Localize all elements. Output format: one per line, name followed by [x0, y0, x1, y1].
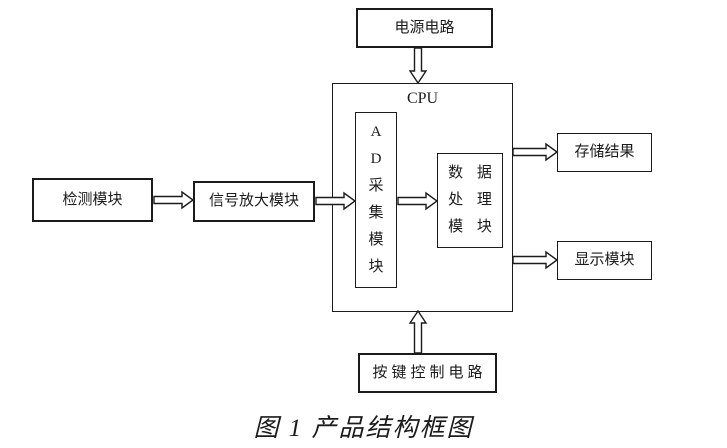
data-module-line: 模 块	[448, 219, 497, 235]
node-display-module-label: 显示模块	[574, 252, 635, 268]
data-module-line: 处 理	[448, 192, 497, 208]
ad-char: 采	[368, 178, 384, 194]
node-data-processing-module: 数 据 处 理 模 块	[437, 153, 503, 248]
node-store-result: 存储结果	[557, 133, 652, 172]
arrow-keys-to-cpu	[408, 309, 428, 354]
node-power-circuit: 电源电路	[356, 8, 493, 48]
arrow-cpu-to-store	[512, 142, 559, 162]
ad-char: 集	[368, 205, 384, 221]
ad-char: D	[370, 151, 382, 167]
node-cpu-label: CPU	[406, 90, 439, 107]
node-detection-module: 检测模块	[32, 178, 153, 222]
node-signal-amplify-module-label: 信号放大模块	[208, 193, 299, 209]
node-key-control-circuit-label: 按键控制电路	[372, 364, 487, 381]
figure-caption: 图 1 产品结构框图	[253, 415, 474, 442]
node-signal-amplify-module: 信号放大模块	[193, 181, 315, 222]
node-ad-acquisition-module: A D 采 集 模 块	[355, 112, 397, 288]
node-display-module: 显示模块	[557, 241, 652, 280]
data-module-line: 数 据	[448, 165, 497, 181]
arrow-cpu-to-display	[512, 250, 559, 270]
node-power-circuit-label: 电源电路	[394, 19, 455, 36]
arrow-power-to-cpu	[408, 47, 428, 85]
arrow-detect-to-amplify	[153, 190, 195, 210]
node-detection-module-label: 检测模块	[62, 191, 123, 208]
node-store-result-label: 存储结果	[574, 144, 635, 160]
node-key-control-circuit: 按键控制电路	[358, 353, 497, 393]
ad-char: 块	[368, 259, 384, 275]
ad-char: 模	[368, 232, 384, 248]
ad-char: A	[370, 124, 382, 140]
